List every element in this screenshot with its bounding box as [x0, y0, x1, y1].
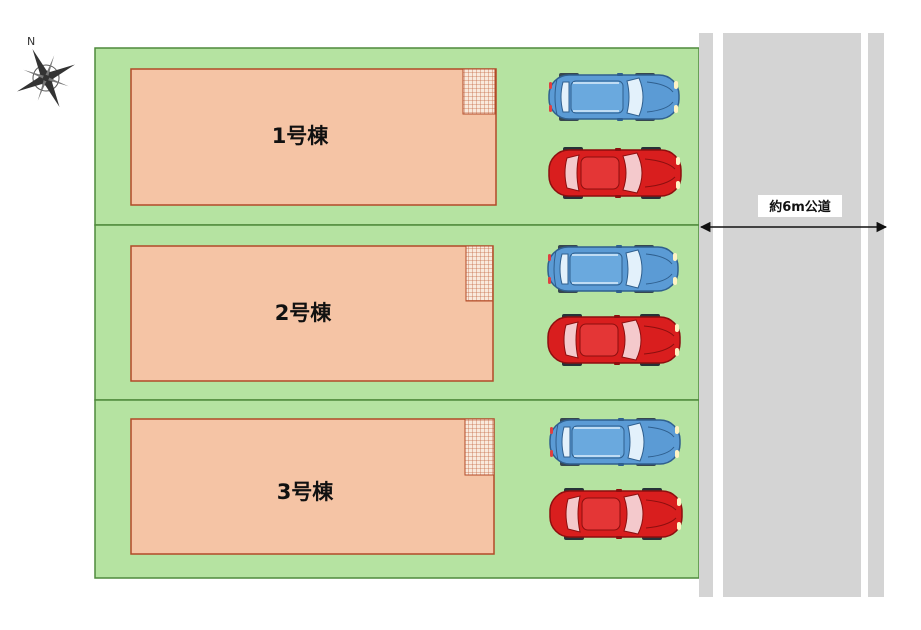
lot-3-car-red	[549, 487, 683, 541]
lot-3: 3号棟	[94, 399, 700, 579]
lot-1-car-blue	[548, 72, 680, 122]
lot-2-building-label: 2号棟	[275, 301, 333, 325]
lot-3-building	[130, 418, 495, 555]
lot-3-deck	[464, 418, 495, 476]
compass: N	[16, 35, 76, 108]
lot-2-building	[130, 245, 494, 382]
lot-2-deck	[465, 245, 494, 302]
lot-1-building-label: 1号棟	[272, 124, 330, 148]
lot-2-car-red	[547, 313, 681, 367]
road-sidewalk-right	[868, 33, 884, 597]
lot-1-deck	[462, 68, 496, 115]
lot-2-car-blue	[547, 244, 679, 294]
lot-1-building	[130, 68, 497, 206]
road-sidewalk-left	[699, 33, 713, 597]
lot-2: 2号棟	[94, 224, 700, 401]
road-label-background	[758, 195, 842, 217]
road-carriageway	[723, 33, 861, 597]
compass-north-label: N	[27, 35, 35, 48]
road-width-label: 約6m公道	[769, 199, 831, 215]
lot-3-building-label: 3号棟	[277, 480, 335, 504]
lot-3-car-blue	[549, 417, 681, 467]
road: 約6m公道	[699, 33, 888, 597]
lot-1: 1号棟	[94, 47, 700, 226]
lot-1-car-red	[548, 146, 682, 200]
